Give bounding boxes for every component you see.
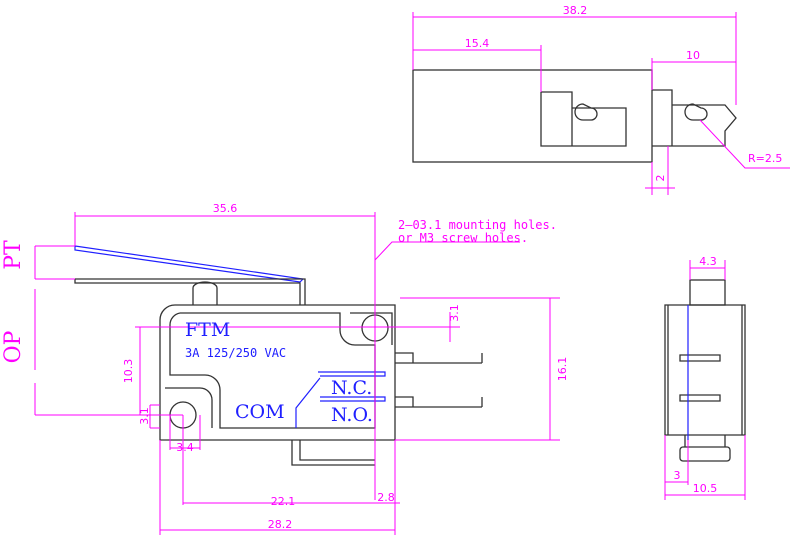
brand-label: FTM <box>185 319 230 341</box>
com-label: COM <box>235 401 285 423</box>
no-label: N.O. <box>331 404 373 426</box>
dim-radius: R=2.5 <box>748 152 782 165</box>
dim-body-length: 28.2 <box>268 518 293 531</box>
dim-height: 16.1 <box>556 357 569 382</box>
dim-plunger-width: 4.3 <box>699 255 717 268</box>
dim-right-offset: 2.8 <box>377 491 395 504</box>
dim-overall: 38.2 <box>563 4 588 17</box>
dim-terminal: 10 <box>686 49 700 62</box>
nc-label: N.C. <box>331 377 372 399</box>
dim-left: 15.4 <box>465 37 490 50</box>
dim-hole-top: 3.1 <box>448 304 461 322</box>
op-label: OP <box>1 330 26 363</box>
pt-label: PT <box>1 240 26 270</box>
side-view: 35.6 PT OP 2–03.1 mounting holes. or M3 … <box>1 202 569 535</box>
dim-width: 10.5 <box>693 482 718 495</box>
dim-hole-spacing-h: 22.1 <box>271 495 296 508</box>
dim-gap: 2 <box>654 175 667 182</box>
note-line2: or M3 screw holes. <box>398 231 528 245</box>
top-view: 38.2 15.4 10 R=2.5 2 <box>412 4 790 195</box>
rating-label: 3A 125/250 VAC <box>185 346 286 360</box>
note-line1: 2–03.1 mounting holes. <box>398 218 557 232</box>
dim-hole-left: 3.4 <box>176 441 194 454</box>
dim-offset: 3 <box>674 469 681 482</box>
dim-hole-spacing-v: 10.3 <box>122 359 135 384</box>
end-view: 4.3 3 10.5 <box>664 255 746 500</box>
dim-overall-length: 35.6 <box>213 202 238 215</box>
dim-hole-bottom: 3.1 <box>138 407 151 425</box>
